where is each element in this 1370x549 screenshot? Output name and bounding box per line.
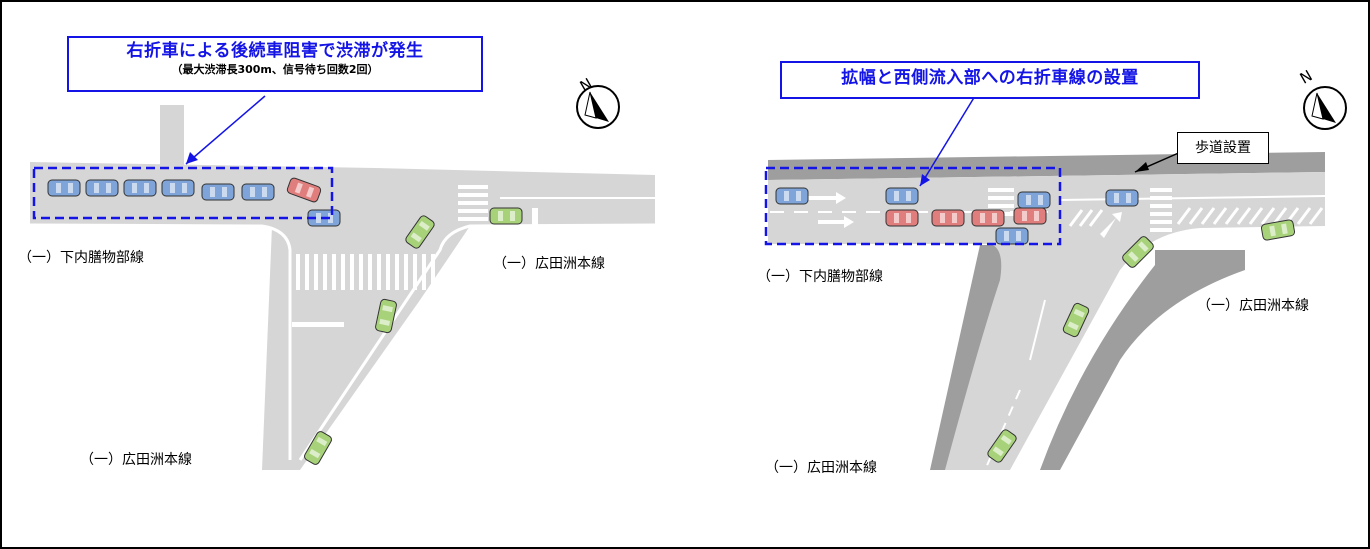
right-lane-arrows [808,192,1122,238]
right-east-sidewalk [1040,250,1245,470]
left-east-road-label: （一）広田洲本線 [493,256,605,272]
right-west-road-label: （一）下内膳物部線 [757,269,883,285]
right-east-road-label: （一）広田洲本線 [1197,298,1309,314]
right-hatched-zones [1068,207,1324,227]
left-callout: 右折車による後続車阻害で渋滞が発生 （最大渋滞長300m、信号待ち回数2回） [67,36,483,92]
right-intersection [764,86,1347,471]
left-queue-highlight [32,166,334,220]
right-lane-highlight [764,166,1062,246]
left-main-road [30,162,655,228]
right-main-road [768,172,1325,470]
right-south-road-label: （一）広田洲本線 [765,460,877,476]
left-crosswalk-south [296,254,435,290]
right-callout: 拡幅と西側流入部への右折車線の設置 [780,61,1200,99]
left-intersection [29,85,656,470]
left-west-road-label: （一）下内膳物部線 [18,250,144,266]
left-crosswalk-east [458,185,488,221]
right-compass-letter: N [1297,66,1316,87]
left-compass [576,85,620,129]
sidewalk-label-box: 歩道設置 [1177,132,1269,164]
left-south-road [262,226,470,470]
right-compass [1303,86,1347,130]
right-callout-title: 拡幅と西側流入部への右折車線の設置 [841,68,1139,88]
left-north-stub [160,105,184,167]
left-callout-subtitle: （最大渋滞長300m、信号待ち回数2回） [171,62,379,76]
left-callout-title: 右折車による後続車阻害で渋滞が発生 [126,41,424,61]
left-south-road-label: （一）広田洲本線 [80,452,192,468]
sidewalk-label: 歩道設置 [1195,140,1251,156]
